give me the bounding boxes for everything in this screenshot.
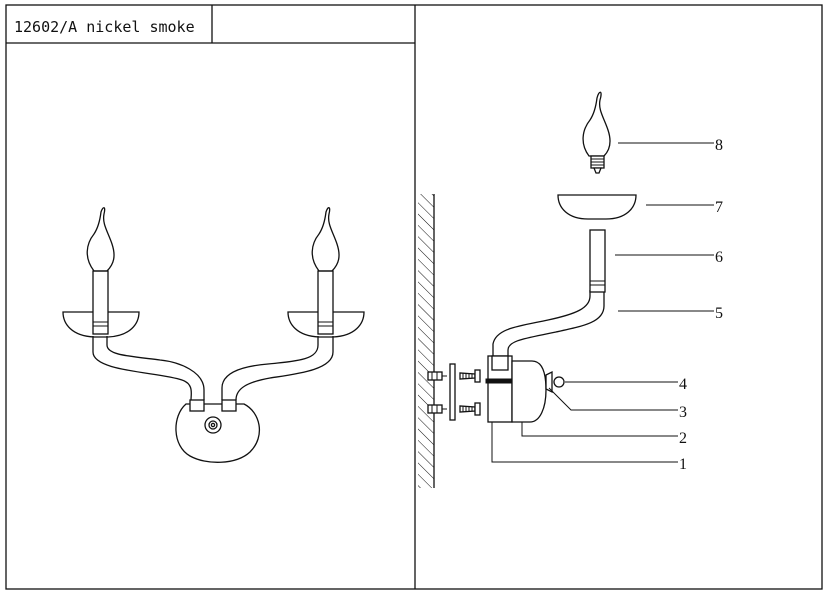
callout-5: 5 xyxy=(715,305,723,322)
side-arm-tube xyxy=(492,290,605,356)
right-drip-cup xyxy=(287,311,365,338)
callout-1: 1 xyxy=(679,456,687,473)
callout-2: 2 xyxy=(679,430,687,447)
front-view xyxy=(62,207,365,463)
arm-connector-right xyxy=(221,399,237,412)
callout-7: 7 xyxy=(715,199,723,216)
left-arm-tube xyxy=(92,336,205,401)
callout-6: 6 xyxy=(715,249,723,266)
screw-upper xyxy=(459,369,481,383)
callout-8: 8 xyxy=(715,137,723,154)
back-plate-nut xyxy=(204,416,222,434)
side-drip-cup xyxy=(557,194,637,220)
side-candle-sleeve xyxy=(589,229,606,293)
left-flame-bulb xyxy=(86,207,115,272)
canopy-cover xyxy=(511,360,547,423)
screw-lower xyxy=(459,402,481,416)
callout-4: 4 xyxy=(679,376,687,393)
right-flame-bulb xyxy=(311,207,340,272)
leader-lines xyxy=(491,142,714,463)
right-candle-sleeve xyxy=(317,270,334,335)
mounting-plate xyxy=(449,363,456,421)
finial-knob xyxy=(553,376,565,388)
wall-section xyxy=(418,194,434,488)
left-drip-cup xyxy=(62,311,140,338)
left-candle-sleeve xyxy=(92,270,109,335)
model-title: 12602/A nickel smoke xyxy=(14,18,195,36)
wall-back-plate xyxy=(175,403,260,463)
wall-anchor-upper xyxy=(427,371,447,381)
outer-frame xyxy=(5,4,823,590)
title-block: 12602/A nickel smoke xyxy=(6,5,415,44)
wall-anchor-lower xyxy=(427,404,447,414)
arm-connector-left xyxy=(189,399,205,412)
right-arm-tube xyxy=(221,336,334,401)
decor-nut xyxy=(545,370,553,394)
side-view: 1 2 3 4 5 6 7 8 xyxy=(418,91,723,488)
callout-3: 3 xyxy=(679,404,687,421)
side-flame-bulb xyxy=(582,91,611,174)
